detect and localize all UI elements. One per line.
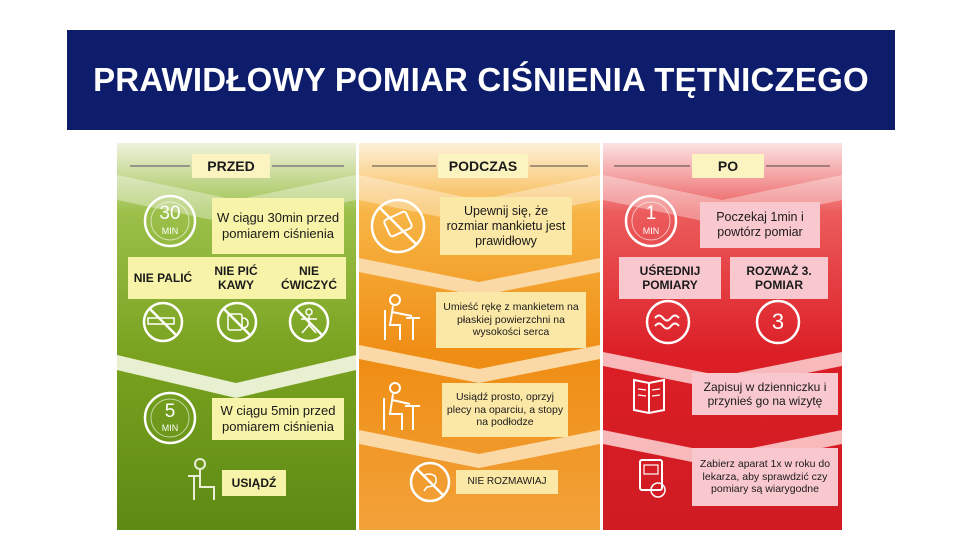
no-smoking-icon [142, 301, 184, 343]
sit-down-label: USIĄDŹ [222, 470, 286, 496]
before-step-5min: W ciągu 5min przed pomiarem ciśnienia [212, 398, 344, 440]
timer-5-unit: MIN [161, 423, 179, 433]
timer-1-icon [624, 194, 678, 248]
timer-5-icon [143, 391, 197, 445]
no-coffee-icon [216, 301, 258, 343]
no-coffee-label: NIE PIĆ KAWY [214, 263, 258, 292]
cuff-icon [370, 198, 426, 254]
before-header: PRZED [192, 154, 270, 178]
after-record-diary: Zapisuj w dzienniczku i przynieś go na w… [692, 373, 838, 415]
after-header: PO [692, 154, 764, 178]
no-exercise-label: NIE ĆWICZYĆ [281, 263, 337, 292]
device-to-doctor-icon [639, 459, 666, 498]
timer-30-unit: MIN [161, 226, 179, 236]
during-step-posture: Usiądź prosto, oprzyj plecy na oparciu, … [442, 383, 568, 437]
during-step-arm: Umieść rękę z mankietem na płaskiej powi… [436, 292, 586, 348]
timer-30-icon [143, 194, 197, 248]
timer-5-number: 5 [164, 401, 176, 422]
before-dont-strip [128, 257, 346, 299]
after-bring-device: Zabierz aparat 1x w roku do lekarza, aby… [692, 448, 838, 506]
timer-1-number: 1 [645, 203, 657, 224]
after-wait-repeat: Poczekaj 1min i powtórz pomiar [700, 202, 820, 248]
timer-1-unit: MIN [642, 226, 660, 236]
no-smoking-label: NIE PALIĆ [133, 270, 193, 285]
during-step-cuff: Upewnij się, że rozmiar mankietu jest pr… [440, 197, 572, 255]
average-icon [645, 299, 691, 345]
no-exercise-icon [288, 301, 330, 343]
during-header: PODCZAS [438, 154, 528, 178]
before-step-30min: W ciągu 30min przed pomiarem ciśnienia [212, 198, 344, 254]
after-average: UŚREDNIJ POMIARY [619, 257, 721, 299]
third-measurement-icon [755, 299, 801, 345]
sitting-person-icon [188, 458, 215, 500]
after-chevron [603, 175, 842, 225]
sitting-posture-icon [383, 382, 420, 430]
page-title: PRAWIDŁOWY POMIAR CIŚNIENIA TĘTNICZEGO [67, 30, 895, 130]
no-talking-icon [409, 461, 451, 503]
during-step-no-talking: NIE ROZMAWIAJ [456, 470, 558, 494]
timer-30-number: 30 [159, 203, 181, 224]
after-consider-third: ROZWAŻ 3. POMIAR [730, 257, 828, 299]
third-measurement-number: 3 [771, 308, 785, 334]
arm-on-table-icon [384, 294, 420, 340]
diary-icon [633, 378, 665, 415]
